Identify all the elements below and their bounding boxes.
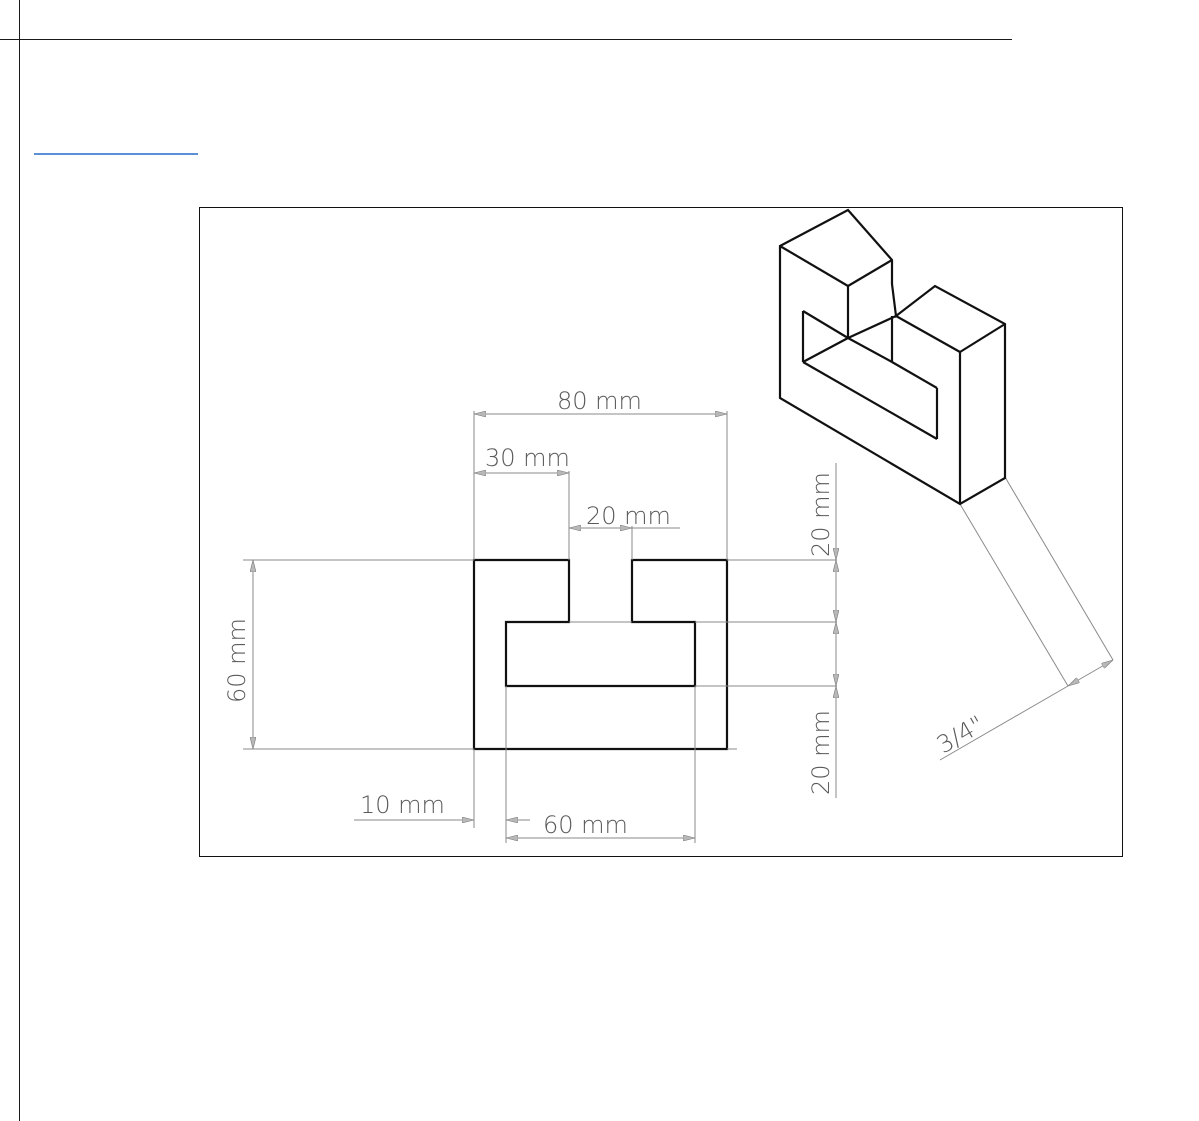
dim-80mm-label: 80 mm: [557, 387, 642, 415]
hyperlink-underline[interactable]: [34, 153, 198, 155]
front-view-outline: [474, 560, 727, 749]
dimension-labels: 80 mm 30 mm 20 mm 60 mm 20 mm 20 mm 10 m…: [223, 387, 989, 839]
dim-20mm-top-label: 20 mm: [807, 472, 835, 557]
technical-drawing-frame: 80 mm 30 mm 20 mm 60 mm 20 mm 20 mm 10 m…: [199, 207, 1123, 857]
dim-line-thickness: [1068, 660, 1113, 686]
page-margin-line: [19, 0, 20, 1121]
dim-10mm-label: 10 mm: [360, 791, 445, 819]
dim-60mm-height-label: 60 mm: [223, 618, 251, 703]
header-rule: [0, 39, 1012, 40]
isometric-view: [780, 210, 1005, 504]
dim-30mm-label: 30 mm: [485, 444, 570, 472]
dim-20mm-bottom-label: 20 mm: [807, 710, 835, 795]
dim-60mm-width-label: 60 mm: [543, 811, 628, 839]
dimension-lines: [253, 414, 1113, 838]
dim-20mm-slot-label: 20 mm: [586, 502, 671, 530]
extension-lines: [243, 411, 837, 843]
front-view: [474, 560, 727, 749]
technical-drawing: 80 mm 30 mm 20 mm 60 mm 20 mm 20 mm 10 m…: [200, 208, 1124, 858]
dim-thickness-label: 3/4": [932, 710, 989, 759]
